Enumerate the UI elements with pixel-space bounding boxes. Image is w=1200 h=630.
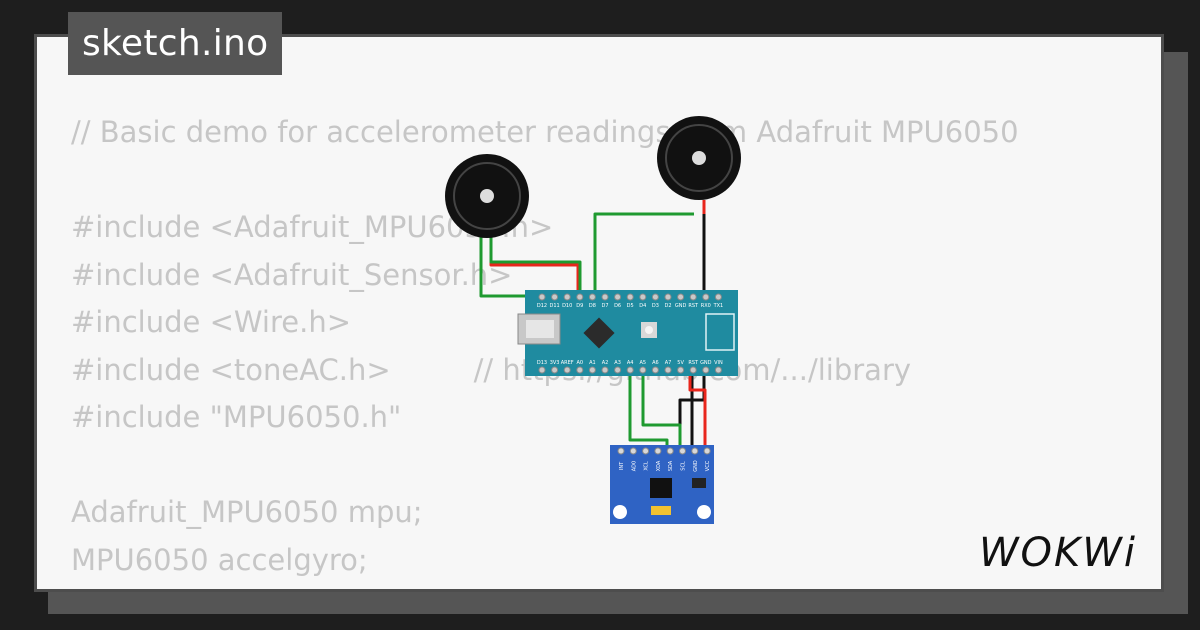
board-pin-label: A7	[665, 360, 672, 366]
sensor-pin-label: AD0	[631, 461, 637, 471]
board-pin-label: D10	[562, 303, 572, 309]
file-tab-label: sketch.ino	[82, 23, 269, 64]
board-pin	[664, 366, 672, 374]
mpu6050-sensor: INT AD0 XCL XDA SDA SCL GND VCC	[610, 445, 714, 524]
sensor-pin	[617, 447, 625, 455]
wire-red-buzzer1-d10	[489, 232, 580, 297]
board-pin	[639, 366, 647, 374]
sensor-pin-label: XDA	[656, 460, 662, 471]
board-pin	[576, 366, 584, 374]
board-pin-label: A1	[589, 360, 596, 366]
board-pin-label: 5V	[677, 360, 684, 366]
wokwi-logo: WOKWi	[979, 530, 1137, 576]
board-pin	[538, 366, 546, 374]
board-pin-label: D3	[652, 303, 659, 309]
wire-green-buzzer1-gnd	[479, 232, 530, 298]
board-pin	[702, 293, 710, 301]
board-pin	[664, 293, 672, 301]
board-pin-label: A2	[602, 360, 609, 366]
sensor-pin-label: GND	[693, 460, 699, 472]
board-pin-label: RX0	[701, 303, 711, 309]
code-line: #include <Adafruit_Sensor.h>	[71, 257, 513, 292]
sensor-pin-label: XCL	[644, 461, 650, 471]
board-pin	[689, 293, 697, 301]
board-pin-label: VIN	[714, 360, 723, 366]
board-pin-label: D6	[614, 303, 621, 309]
board-pin-label: D5	[627, 303, 634, 309]
board-pin-label: TX1	[713, 303, 724, 309]
board-pin	[576, 293, 584, 301]
board-pin-label: D2	[664, 303, 671, 309]
board-pin-label: RST	[688, 360, 699, 366]
code-line: #include <Wire.h>	[71, 305, 352, 339]
buzzer-1	[445, 154, 529, 238]
board-pin	[677, 366, 685, 374]
board-pin-label: D4	[639, 303, 646, 309]
sensor-pin	[654, 447, 662, 455]
board-pin-label: D12	[537, 303, 547, 309]
wire-green-buzzer2	[593, 212, 694, 296]
board-pin	[626, 366, 634, 374]
board-pin-label: A0	[576, 360, 583, 366]
board-pin	[563, 293, 571, 301]
sensor-pin	[679, 447, 686, 455]
board-pin	[601, 293, 609, 301]
board-pin	[588, 293, 596, 301]
sensor-pin	[666, 447, 674, 455]
sensor-pin	[703, 447, 711, 455]
board-pin	[538, 293, 546, 301]
board-pin-label: RST	[688, 303, 699, 309]
sensor-pin	[629, 447, 637, 455]
board-pin-label: D11	[549, 303, 559, 309]
board-pin	[588, 366, 596, 374]
board-pin-label: A3	[614, 360, 621, 366]
sensor-pin-label: VCC	[705, 460, 711, 471]
sensor-pin-label: SCL	[681, 461, 687, 471]
wire-green-buzzer1-d9	[489, 236, 582, 296]
board-pin	[651, 293, 659, 301]
code-line: #include "MPU6050.h"	[71, 400, 402, 434]
sensor-pin	[642, 447, 650, 455]
board-pin	[626, 293, 634, 301]
buzzer-2	[657, 116, 741, 200]
code-line: MPU6050 accelgyro;	[71, 542, 368, 577]
board-pin-label: D8	[589, 303, 596, 309]
board-pin	[677, 293, 685, 301]
code-line: Adafruit_MPU6050 mpu;	[71, 495, 423, 529]
board-pin-label: A4	[627, 360, 634, 366]
board-pin-label: AREF	[561, 360, 574, 366]
board-pin	[563, 366, 571, 374]
svg-text:WOKWi: WOKWi	[979, 530, 1137, 576]
sensor-pin-label: SDA	[668, 460, 674, 471]
board-pin	[689, 366, 697, 374]
board-pin	[614, 366, 622, 374]
board-pin	[714, 293, 722, 301]
board-pin-label: D9	[576, 303, 583, 309]
sensor-pin-label: INT	[619, 461, 625, 470]
board-pin-label: A6	[652, 360, 659, 366]
board-pin	[601, 366, 609, 374]
board-pin	[551, 366, 559, 374]
file-tab[interactable]: sketch.ino	[68, 12, 283, 75]
board-pin	[651, 366, 659, 374]
board-pin-label: 3V3	[550, 360, 560, 366]
board-pin	[714, 366, 722, 374]
wire-green-a5-scl	[641, 370, 682, 450]
board-pin-label: GND	[700, 360, 712, 366]
wire-green-a4-sda	[628, 370, 669, 450]
board-pin-label: D13	[537, 360, 547, 366]
board-pin	[551, 293, 559, 301]
board-pin	[639, 293, 647, 301]
board-pin	[702, 366, 710, 374]
board-pin-label: GND	[675, 303, 687, 309]
board-pin	[614, 293, 622, 301]
sensor-pin	[691, 447, 699, 455]
board-pin-label: A5	[639, 360, 646, 366]
board-pin-label: D7	[601, 303, 608, 309]
